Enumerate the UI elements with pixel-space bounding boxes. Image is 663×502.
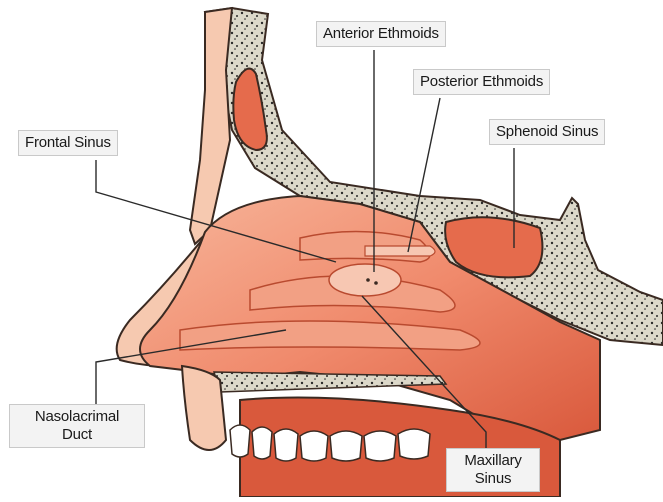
- upper-lip: [182, 366, 226, 450]
- maxillary-sinus-label-line2: Sinus: [453, 470, 533, 488]
- forehead-skin: [190, 8, 232, 244]
- posterior-ethmoid-cell: [365, 246, 435, 256]
- nasolacrimal-duct-label-line2: Duct: [16, 426, 138, 444]
- posterior-ethmoids-label: Posterior Ethmoids: [413, 69, 550, 95]
- anterior-ethmoids-label: Anterior Ethmoids: [316, 21, 446, 47]
- nasolacrimal-duct-label-line1: Nasolacrimal: [16, 408, 138, 426]
- frontal-sinus-label: Frontal Sinus: [18, 130, 118, 156]
- sphenoid-sinus-label: Sphenoid Sinus: [489, 119, 605, 145]
- nasolacrimal-duct-label: Nasolacrimal Duct: [9, 404, 145, 448]
- anterior-ethmoid-cell: [329, 264, 401, 296]
- maxillary-sinus-label: Maxillary Sinus: [446, 448, 540, 492]
- maxillary-sinus-label-line1: Maxillary: [453, 452, 533, 470]
